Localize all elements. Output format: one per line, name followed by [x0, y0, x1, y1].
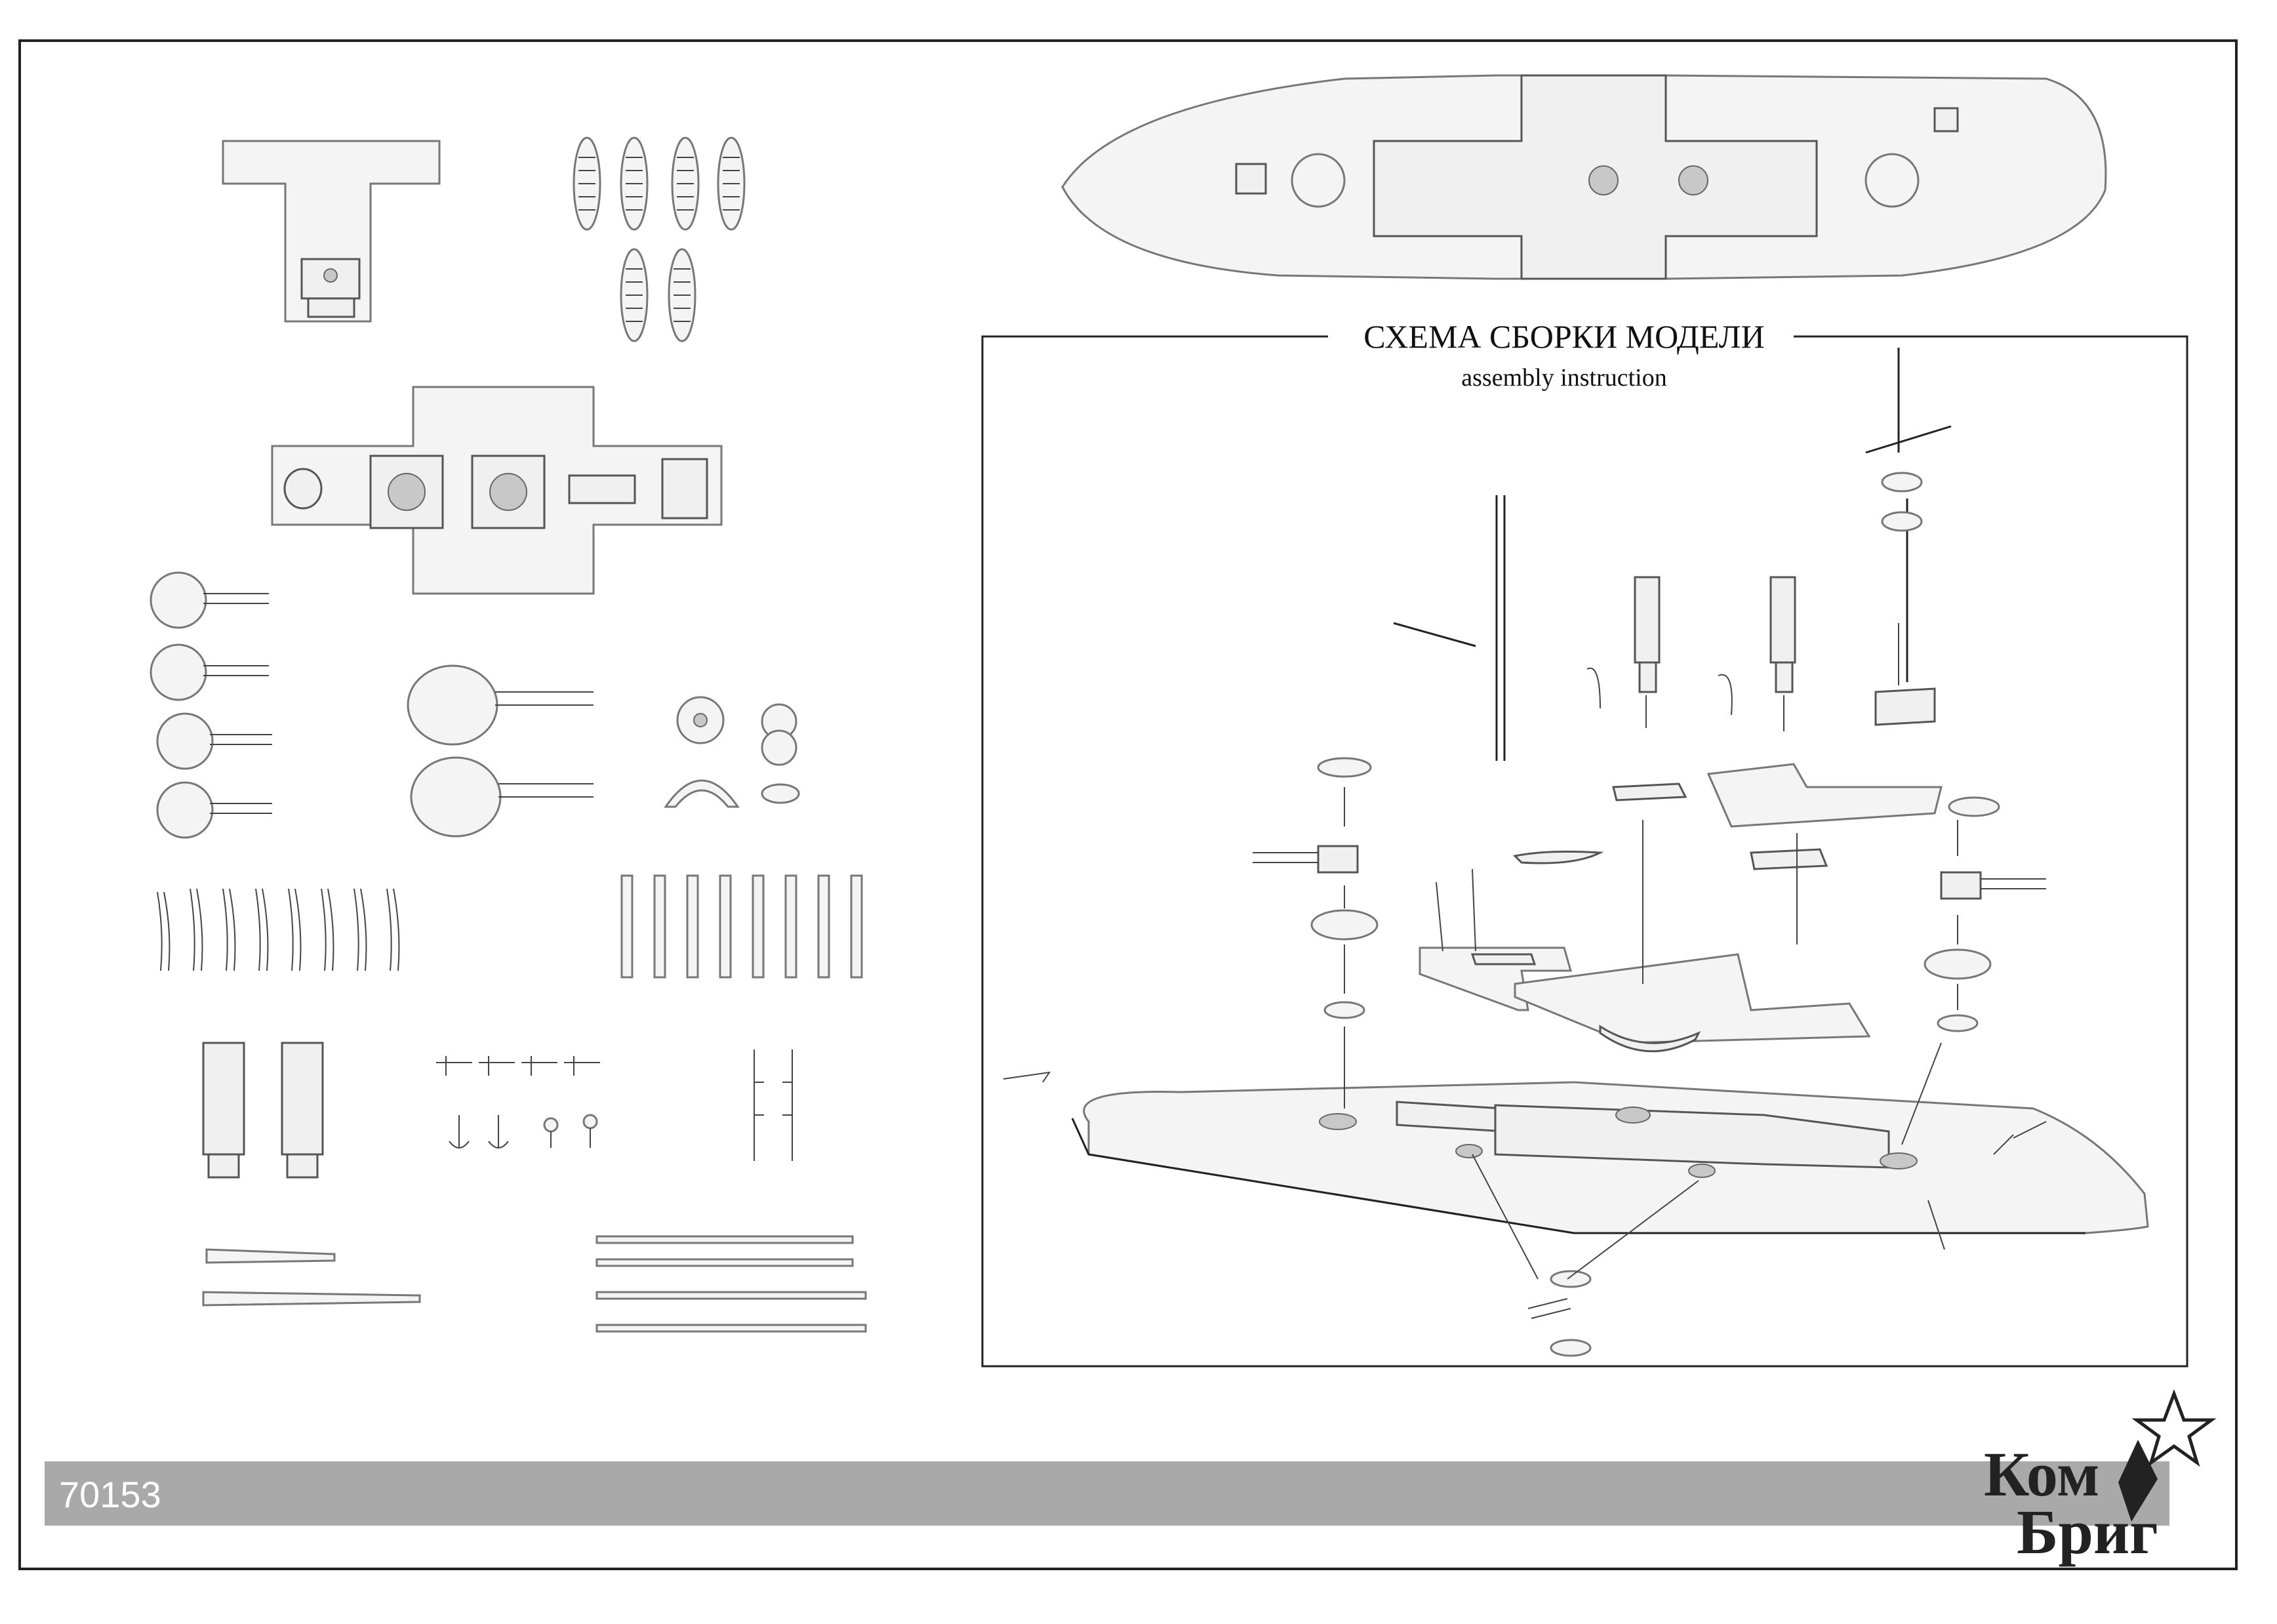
- sprue-parts: [150, 136, 867, 1333]
- part-masts: [202, 1235, 867, 1333]
- hull-deck-plan: [1061, 74, 2107, 280]
- diagram-turrets: [1253, 757, 2046, 1357]
- brand-line-1: Ком: [1984, 1439, 2099, 1509]
- instruction-frame: [981, 335, 2188, 1368]
- part-guns-anchors: [436, 1056, 600, 1148]
- part-posts: [620, 874, 863, 979]
- part-bridge-deck: [222, 140, 441, 323]
- footer-band: [45, 1461, 2169, 1526]
- diagram-decks: [1419, 763, 1943, 1053]
- page-border: [18, 39, 2238, 1570]
- part-lifeboats: [573, 136, 746, 342]
- part-ventilators: [157, 888, 400, 971]
- footer: 70153 Ком Бриг: [45, 1389, 2217, 1567]
- product-code: 70153: [59, 1474, 161, 1515]
- diagram-hull: [1003, 1071, 2149, 1234]
- part-small-turrets: [150, 571, 272, 839]
- diagram-funnels-masts: [1393, 348, 1952, 761]
- brand-logo: Ком Бриг: [1984, 1389, 2217, 1567]
- instruction-subtitle: assembly instruction: [1461, 364, 1666, 392]
- part-small-fittings: [664, 696, 800, 808]
- anchor-emblem-icon: [2118, 1440, 2158, 1522]
- assembly-arrows: [1344, 623, 2047, 1280]
- part-funnels: [202, 1042, 324, 1179]
- assembly-diagram: СХЕМА СБОРКИ МОДЕЛИ assembly instruction: [981, 318, 2188, 1368]
- part-ladders: [754, 1049, 793, 1161]
- part-superstructure-deck: [271, 386, 723, 595]
- star-icon: [2131, 1389, 2217, 1467]
- part-main-turrets: [407, 664, 594, 838]
- instruction-title: СХЕМА СБОРКИ МОДЕЛИ: [1363, 318, 1764, 355]
